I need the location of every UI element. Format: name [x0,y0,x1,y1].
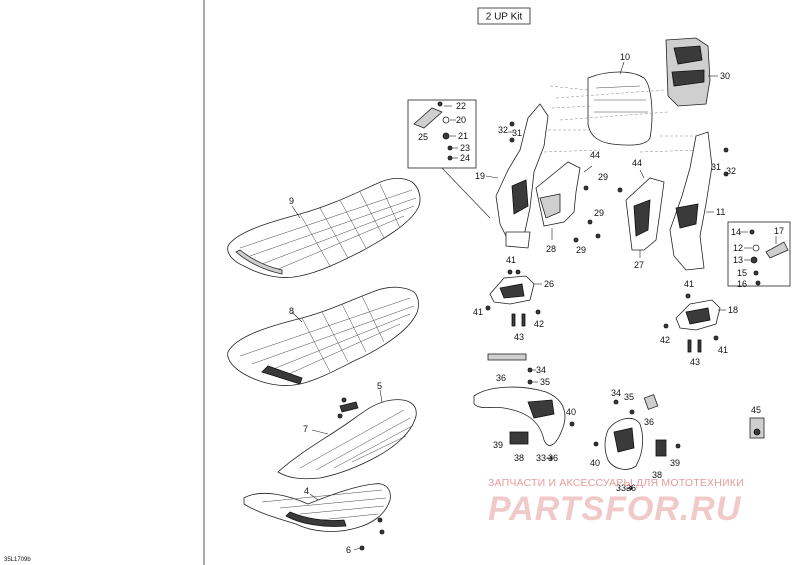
callout-38b: 38 [652,470,662,480]
callout-41b: 41 [473,307,483,317]
callout-30: 30 [720,71,730,81]
callout-39b: 39 [670,458,680,468]
callout-29c: 29 [576,245,586,255]
watermark-brand: PARTSFOR.RU [488,490,742,528]
callout-14: 14 [731,227,741,237]
callout-45: 45 [751,405,761,415]
callout-43b: 43 [690,357,700,367]
kit-title-box: 2 UP Kit [477,7,531,25]
callout-33a: 33➔ [536,453,554,463]
callout-7: 7 [303,424,308,434]
callout-28: 28 [546,244,556,254]
passenger-backrest: 10 [587,52,653,146]
callout-19: 19 [475,171,485,181]
watermark: ЗАПЧАСТИ И АКСЕССУАРЫ ДЛЯ МОТОТЕХНИКИ PA… [488,477,744,528]
seat-base-5: 5 7 [277,381,417,480]
callout-33b: 33➔ [616,483,634,493]
side-panel-27: 27 44 [625,158,665,270]
callout-27: 27 [634,260,644,270]
projection-lines [543,85,702,153]
callout-43a: 43 [514,332,524,342]
callout-34b: 34 [611,388,621,398]
callout-4: 4 [304,486,309,496]
grab-handle-left: 36 34 35 39 40 38 33➔ 36 [473,353,576,463]
callout-6: 6 [346,545,351,555]
watermark-tagline: ЗАПЧАСТИ И АКСЕССУАРЫ ДЛЯ МОТОТЕХНИКИ [488,477,744,489]
callout-39a: 39 [493,440,503,450]
callout-31a: 31 [512,128,522,138]
callout-36a: 36 [496,373,506,383]
callout-20: 20 [456,115,466,125]
callout-21: 21 [458,131,468,141]
seat-base-4: 4 6 [243,483,391,555]
callout-35b: 35 [624,392,634,402]
latch-detail-box: 22 20 21 23 24 25 [407,99,491,219]
callout-41d: 41 [718,345,728,355]
callout-12: 12 [733,243,743,253]
grab-handle-right: 34 35 36 40 38 39 33➔ 36 [590,388,681,493]
callout-42a: 42 [534,319,544,329]
callout-29b: 29 [594,208,604,218]
callout-23: 23 [460,143,470,153]
callout-13: 13 [733,255,743,265]
callout-40a: 40 [566,407,576,417]
screws-29: 29 29 29 [573,172,623,255]
callout-44a: 44 [590,150,600,160]
callout-17: 17 [774,226,784,236]
callout-38a: 38 [514,453,524,463]
drawing-id: 35L1709b [4,557,31,563]
backrest-cover: 30 [665,37,730,107]
callout-31b: 31 [711,162,721,172]
callout-16: 16 [737,279,747,289]
callout-15: 15 [737,268,747,278]
decal-45: 45 [749,405,765,439]
handle-bracket-18: 18 41 42 41 43 [660,279,738,367]
callout-5: 5 [377,381,382,391]
callout-10: 10 [620,52,630,62]
kit-title: 2 UP Kit [486,12,523,23]
callout-41a: 41 [506,255,516,265]
callout-36b: 36 [548,453,558,463]
callout-22: 22 [456,101,466,111]
callout-8: 8 [289,306,294,316]
lock-detail-box: 14 17 12 13 15 16 [727,221,791,289]
handle-bracket-26: 26 41 41 42 43 [473,255,554,342]
callout-25: 25 [418,132,428,142]
callout-35a: 35 [540,377,550,387]
bracket-left-19: 19 32 31 [475,103,549,249]
callout-36d: 36 [626,483,636,493]
bracket-right-11: 11 31 32 [669,131,736,271]
side-panel-28: 28 44 [535,150,600,254]
callout-34a: 34 [536,365,546,375]
callout-18: 18 [728,305,738,315]
callout-26: 26 [544,279,554,289]
callout-11: 11 [716,207,725,217]
callout-9: 9 [289,196,294,206]
callout-32b: 32 [726,166,736,176]
callout-42b: 42 [660,335,670,345]
callout-29a: 29 [598,172,608,182]
callout-44b: 44 [632,158,642,168]
callout-32a: 32 [498,125,508,135]
callout-36c: 36 [644,417,654,427]
seat-upper: 9 [227,178,421,278]
callout-24: 24 [460,153,470,163]
callout-40b: 40 [590,458,600,468]
callout-41c: 41 [684,279,694,289]
seat-lower: 8 [227,286,419,386]
